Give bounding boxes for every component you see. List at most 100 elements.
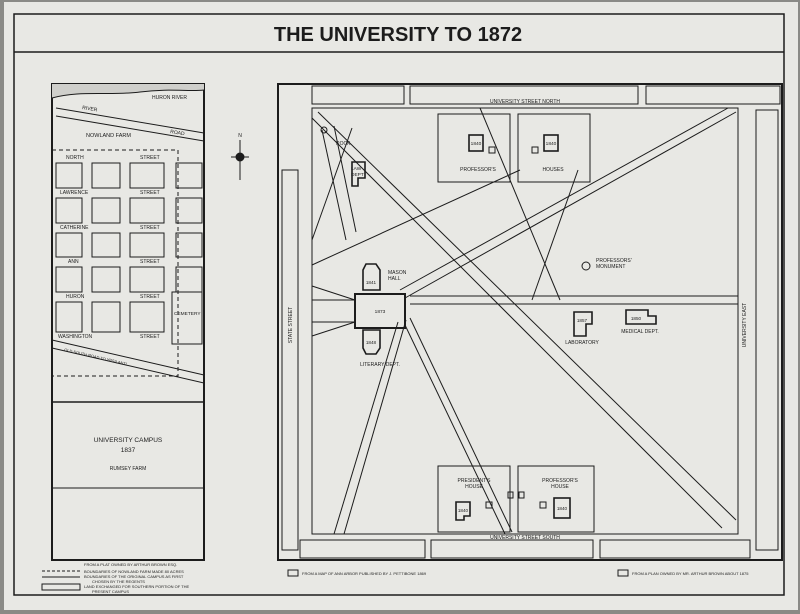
old-south-road-a [51, 339, 205, 376]
label-rock: ROCK [336, 141, 351, 147]
label-river-road-road: ROAD [170, 129, 186, 137]
block-n2 [409, 85, 639, 105]
lot-professor-south [517, 465, 595, 533]
walk-north-axis [479, 107, 561, 301]
street-block [91, 197, 121, 224]
main-labels: UNIVERSITY STREET NORTH UNIVERSITY STREE… [288, 99, 748, 541]
label-monument-1: PROFESSORS' [596, 258, 632, 264]
lot-professors-north-a [437, 113, 511, 183]
label-north-street: STREET [140, 155, 160, 161]
walk-sw-to-president-b [404, 324, 506, 535]
footnote-key-3: CHOSEN BY THE REGENTS [92, 579, 145, 584]
street-block [175, 162, 203, 189]
footnote-key-5: PRESENT CAMPUS [92, 589, 129, 594]
footnote-inset-source: FROM A PLAT OWNED BY ARTHUR BROWN ESQ. [84, 562, 177, 567]
walk-rock-to-law [321, 129, 347, 241]
law-dept-building [351, 161, 366, 187]
inset-map [51, 83, 249, 561]
label-washington: WASHINGTON [58, 334, 93, 340]
street-block [129, 232, 165, 258]
walk-sw-corner [343, 319, 407, 535]
label-huron-river: HURON RIVER [152, 95, 187, 101]
professor-house-north-b [543, 134, 559, 152]
label-river-road-river: RIVER [82, 105, 98, 113]
key-swatch-exchanged [41, 583, 81, 591]
label-lab-year: 1857 [577, 318, 588, 323]
outer-frame [13, 13, 785, 596]
walk-west-diag [311, 169, 521, 266]
label-ann: ANN [68, 259, 79, 265]
mason-hall-1841 [362, 263, 381, 291]
street-block [55, 301, 83, 333]
street-block [129, 162, 165, 189]
walk-rock-to-law-b [333, 125, 357, 233]
professors-house-south [553, 497, 571, 519]
street-block [91, 232, 121, 258]
label-monument-2: MONUMENT [596, 264, 625, 270]
river-road-edge-b [55, 115, 205, 142]
street-block [129, 197, 165, 224]
block-s3 [599, 539, 751, 559]
label-mason: MASON [388, 270, 407, 276]
walk-ne-to-hall [404, 111, 737, 299]
main-frame [277, 83, 783, 561]
label-campus-year: 1837 [121, 447, 136, 454]
presidents-house [455, 501, 471, 521]
block-n1 [311, 85, 405, 105]
lot-professors-north-b [517, 113, 591, 183]
footnote-key-1: BOUNDARIES OF NOWLAND FARM MADE 80 ACRES [84, 569, 184, 574]
label-law-line1: LAW [351, 166, 362, 172]
river-bank [51, 89, 205, 99]
footnotes: FROM A PLAT OWNED BY ARTHUR BROWN ESQ. B… [41, 562, 749, 594]
label-street-north: UNIVERSITY STREET NORTH [490, 99, 560, 105]
laboratory-building [573, 311, 593, 337]
label-prof-s-year: 1840 [557, 506, 568, 511]
huron-river [52, 84, 204, 98]
footnote-main-right: FROM A PLAN OWNED BY MR. ARTHUR BROWN AB… [632, 571, 749, 576]
label-university-east: UNIVERSITY EAST [742, 303, 748, 347]
walk-diagonal-nw-se-b [317, 111, 737, 521]
label-compass-north: N [238, 133, 242, 139]
label-catherine-street: STREET [140, 225, 160, 231]
cemetery-lot [171, 291, 203, 345]
label-houses: HOUSES [542, 167, 564, 173]
footnote-key-4: LAND EXCHANGED FOR SOUTHERN PORTION OF T… [84, 584, 190, 589]
street-block [55, 266, 83, 293]
label-year-1848: 1848 [366, 340, 377, 345]
label-lawrence: LAWRENCE [60, 190, 89, 196]
outbuilding-mid-a [507, 491, 514, 499]
label-campus-title: UNIVERSITY CAMPUS [94, 437, 163, 444]
outbuilding-mid-b [518, 491, 525, 499]
label-cemetery: CEMETERY [174, 311, 201, 317]
professor-house-north-a [468, 134, 484, 152]
street-block [91, 266, 121, 293]
footnote-main-left: FROM A MAP OF ANN ARBOR PUBLISHED BY J. … [302, 571, 427, 576]
label-presidents: PRESIDENT'S [458, 478, 492, 484]
key-swatch-brown [617, 569, 629, 577]
street-block [55, 162, 83, 189]
label-rumsey-farm: RUMSEY FARM [110, 466, 147, 472]
university-hall-1873 [354, 293, 406, 329]
map-title: THE UNIVERSITY TO 1872 [274, 24, 522, 46]
walk-ne-to-hall-b [399, 107, 729, 291]
block-east [755, 109, 779, 551]
walk-diagonal-nw-se [311, 117, 723, 529]
medical-dept-building [625, 309, 657, 325]
street-block [55, 197, 83, 224]
approach-d [311, 321, 356, 337]
label-catherine: CATHERINE [60, 225, 89, 231]
label-street-south: UNIVERSITY STREET SOUTH [490, 535, 560, 541]
street-block [129, 301, 165, 333]
campus-square [311, 107, 739, 535]
label-literary-dept: LITERARY DEPT. [360, 362, 400, 368]
walk-north-axis-b [531, 169, 579, 301]
label-professors: PROFESSOR'S [460, 167, 496, 173]
old-south-road-b [51, 347, 205, 384]
label-ann-street: STREET [140, 259, 160, 265]
paper [4, 2, 798, 610]
label-nowland-farm: NOWLAND FARM [86, 133, 131, 139]
label-prof-house-year-a: 1840 [471, 141, 482, 147]
label-laboratory: LABORATORY [565, 340, 599, 346]
label-washington-street: STREET [140, 334, 160, 340]
rock-marker [320, 126, 328, 134]
